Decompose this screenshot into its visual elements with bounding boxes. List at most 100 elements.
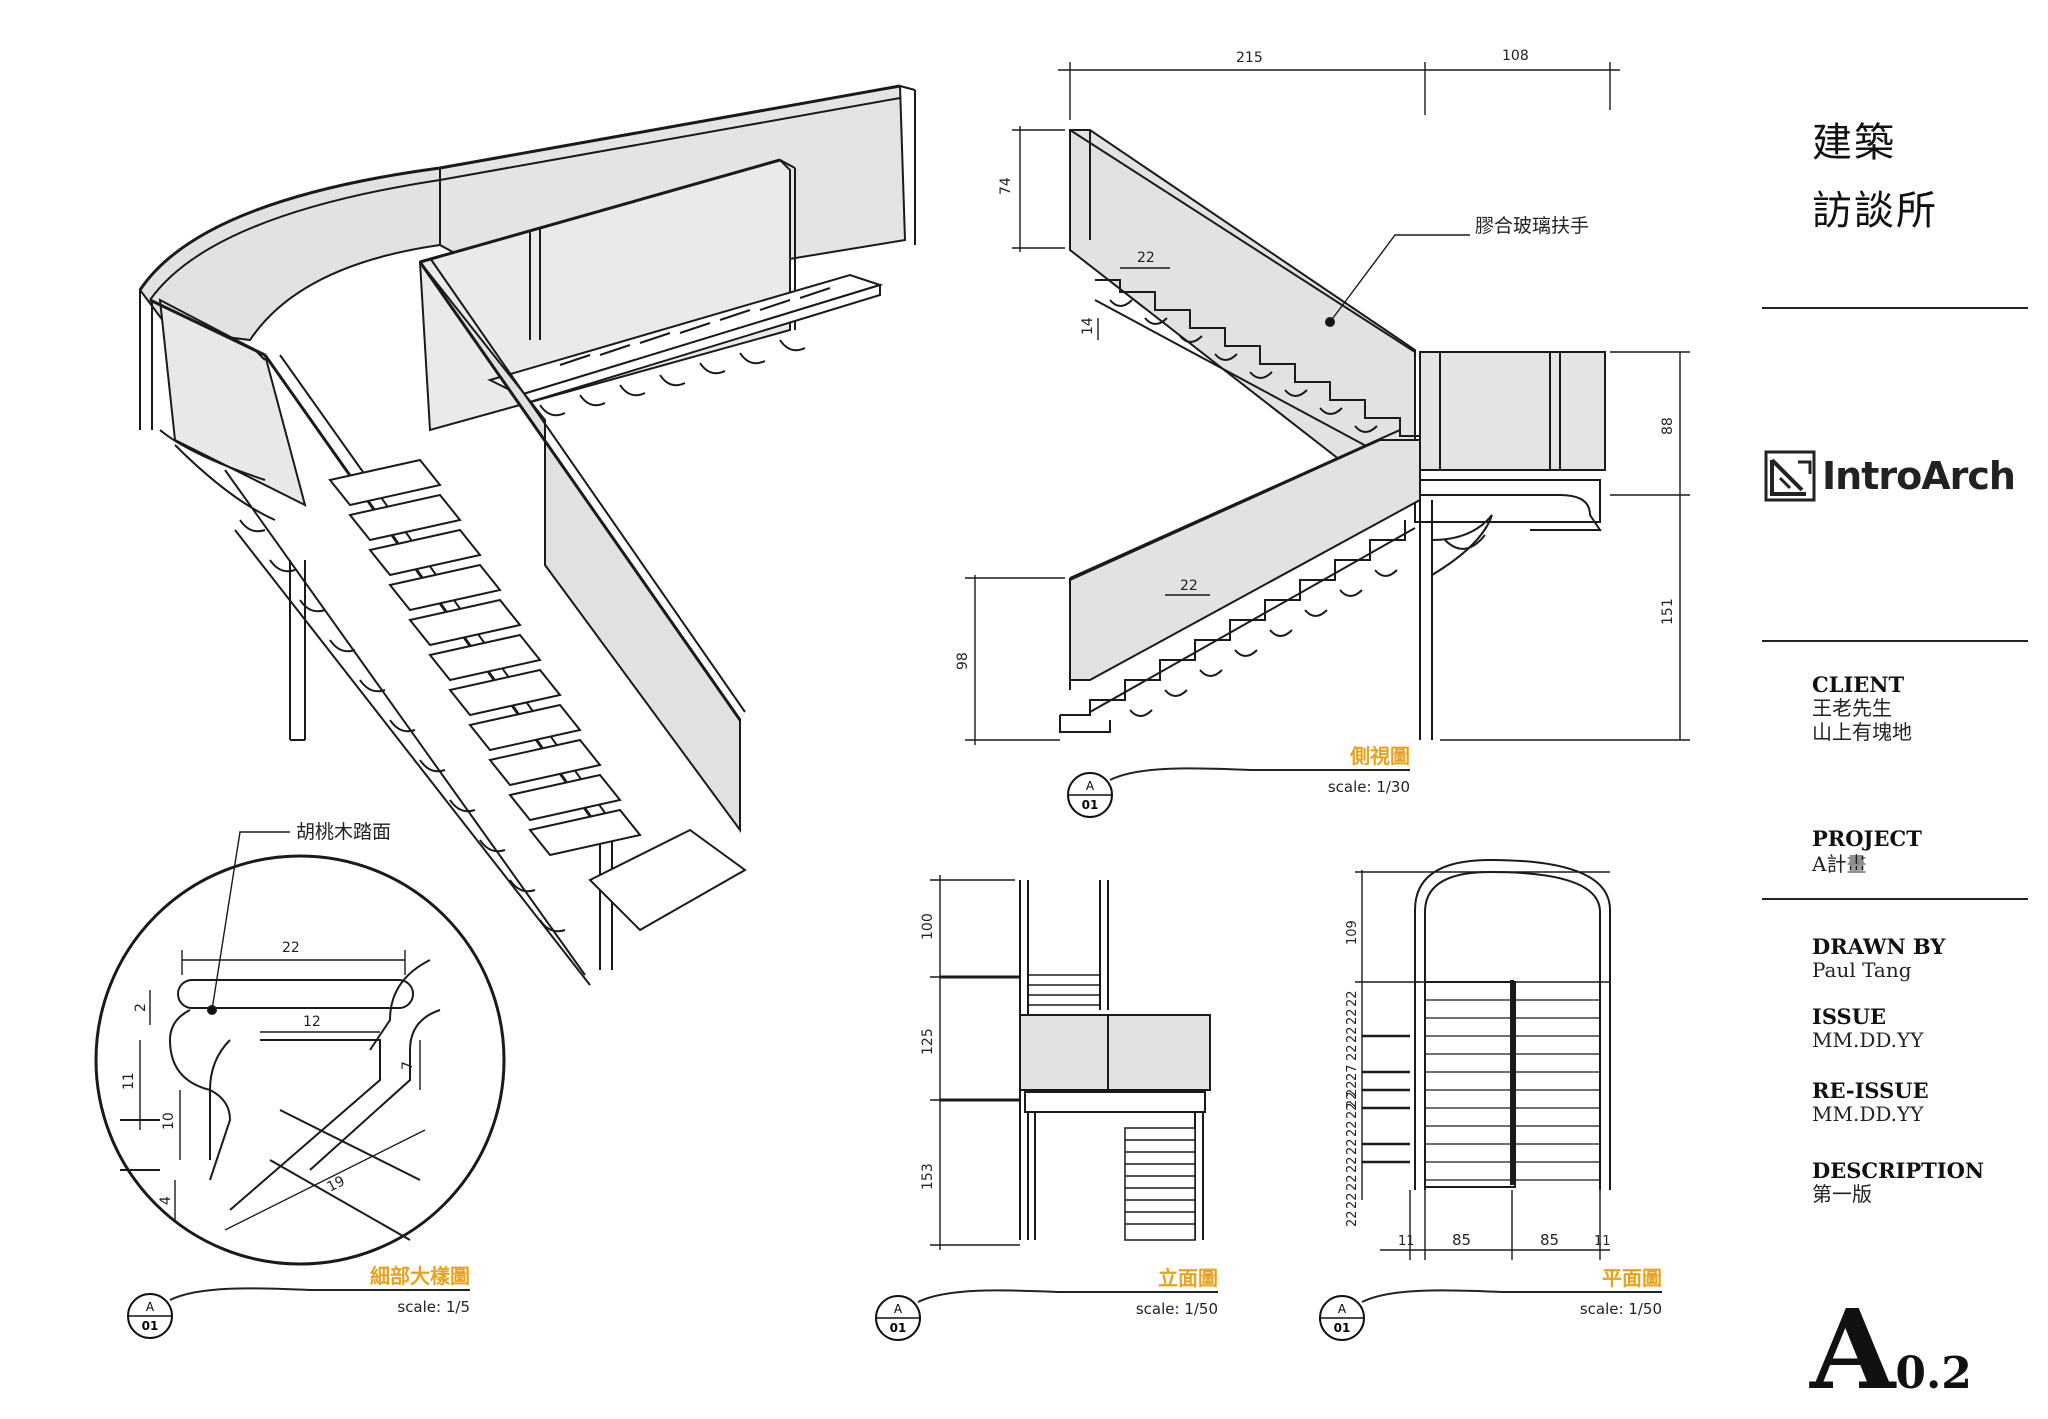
reissue-heading: RE-ISSUE xyxy=(1812,1078,1929,1103)
drawn-by-name: Paul Tang xyxy=(1812,958,1912,982)
dim-151: 151 xyxy=(1660,598,1676,625)
plan-view xyxy=(1355,858,1611,1260)
side-view-title: A 01 側視圖 scale: 1/30 xyxy=(1067,744,1410,818)
dim-98: 98 xyxy=(955,652,971,670)
side-view xyxy=(965,62,1690,745)
client-name: 王老先生 xyxy=(1812,696,1892,720)
sheet-num: 0.2 xyxy=(1895,1348,1972,1399)
dim-125: 125 xyxy=(920,1028,936,1055)
dim-88: 88 xyxy=(1660,417,1676,435)
svg-text:scale: 1/30: scale: 1/30 xyxy=(1328,778,1410,796)
svg-text:22: 22 xyxy=(1345,1091,1360,1108)
svg-text:27: 27 xyxy=(1345,1064,1360,1081)
description-text: 第一版 xyxy=(1812,1182,1872,1206)
dim-10: 10 xyxy=(161,1112,177,1130)
svg-text:22: 22 xyxy=(1345,990,1360,1007)
svg-text:01: 01 xyxy=(142,1319,159,1333)
elevation-view xyxy=(930,875,1211,1250)
svg-text:22: 22 xyxy=(1345,1044,1360,1061)
drawn-by-heading: DRAWN BY xyxy=(1812,934,1946,959)
description-heading: DESCRIPTION xyxy=(1812,1158,1985,1183)
svg-text:scale: 1/50: scale: 1/50 xyxy=(1580,1300,1662,1318)
project-heading: PROJECT xyxy=(1812,826,1922,851)
elevation-lower-treads xyxy=(1124,1127,1196,1241)
project-name: A計畫 xyxy=(1812,852,1867,876)
dim-2: 2 xyxy=(133,1003,149,1012)
plan-treads xyxy=(1425,999,1600,1181)
svg-text:22: 22 xyxy=(1345,1026,1360,1043)
dim-4: 4 xyxy=(158,1196,174,1205)
dim-74: 74 xyxy=(998,177,1014,195)
svg-text:scale: 1/50: scale: 1/50 xyxy=(1136,1300,1218,1318)
svg-text:85: 85 xyxy=(1540,1231,1559,1249)
svg-text:側視圖: 側視圖 xyxy=(1349,744,1410,768)
side-landing-glass xyxy=(1419,351,1606,471)
side-dimensions xyxy=(965,62,1690,745)
dim-riser-top: 14 xyxy=(1080,317,1096,335)
sheet-number: A0.2 xyxy=(1810,1285,1972,1414)
svg-text:22: 22 xyxy=(1345,1120,1360,1137)
dim-12: 12 xyxy=(303,1014,321,1030)
svg-text:22: 22 xyxy=(1345,1080,1360,1097)
client-site: 山上有塊地 xyxy=(1812,720,1912,744)
svg-text:85: 85 xyxy=(1452,1231,1471,1249)
firm-name-line2: 訪談所 xyxy=(1812,188,1938,234)
dim-22: 22 xyxy=(282,940,300,956)
firm-name-line1: 建築 xyxy=(1812,120,1896,166)
svg-text:22: 22 xyxy=(1345,1210,1360,1227)
glass-rail-annotation: 膠合玻璃扶手 xyxy=(1475,215,1589,237)
walnut-tread-annotation: 胡桃木踏面 xyxy=(296,821,391,843)
dim-153: 153 xyxy=(920,1163,936,1190)
logo-wordmark: IntroArch xyxy=(1822,454,2016,498)
svg-text:22: 22 xyxy=(1345,1138,1360,1155)
divider xyxy=(1762,307,2028,309)
svg-text:A: A xyxy=(894,1302,903,1316)
svg-text:22: 22 xyxy=(1345,1156,1360,1173)
detail-view-title: A 01 細部大樣圖 scale: 1/5 xyxy=(127,1264,470,1339)
svg-text:22: 22 xyxy=(1345,1008,1360,1025)
svg-text:01: 01 xyxy=(1334,1321,1351,1335)
divider xyxy=(1762,898,2028,900)
svg-text:細部大樣圖: 細部大樣圖 xyxy=(370,1264,470,1288)
svg-text:A: A xyxy=(146,1300,155,1314)
isometric-stair-view xyxy=(138,84,916,986)
lower-flight-treads xyxy=(328,458,747,932)
svg-text:11: 11 xyxy=(1398,1234,1415,1249)
svg-text:22: 22 xyxy=(1345,1174,1360,1191)
title-block: 建築 訪談所 IntroArch CLIENT 王老先生 山上有塊地 PROJE… xyxy=(1740,0,2040,1419)
svg-text:A: A xyxy=(1338,1302,1347,1316)
introarch-logo: IntroArch xyxy=(1762,448,2016,508)
dim-108: 108 xyxy=(1502,48,1529,64)
stringer-scroll xyxy=(239,519,566,933)
dim-19: 19 xyxy=(325,1173,348,1195)
dim-7: 7 xyxy=(400,1061,416,1070)
svg-text:01: 01 xyxy=(1082,798,1099,812)
plan-view-title: A 01 平面圖 scale: 1/50 xyxy=(1319,1266,1662,1341)
dim-11: 11 xyxy=(121,1072,137,1090)
elevation-glass-panel xyxy=(1019,1014,1211,1091)
side-lower-steps xyxy=(1059,520,1416,733)
sheet-letter: A xyxy=(1810,1285,1896,1414)
dim-tread-bottom: 22 xyxy=(1180,578,1198,594)
issue-date: MM.DD.YY xyxy=(1812,1028,1924,1052)
svg-text:scale: 1/5: scale: 1/5 xyxy=(397,1298,470,1316)
svg-text:平面圖: 平面圖 xyxy=(1602,1266,1662,1290)
logo-icon xyxy=(1764,450,1816,502)
plan-arched-landing xyxy=(1414,858,1611,1190)
dim-109: 109 xyxy=(1345,920,1360,945)
svg-text:立面圖: 立面圖 xyxy=(1158,1266,1218,1290)
svg-text:01: 01 xyxy=(890,1321,907,1335)
divider xyxy=(1762,640,2028,642)
dim-tread-top: 22 xyxy=(1137,250,1155,266)
dim-215: 215 xyxy=(1236,50,1263,66)
client-heading: CLIENT xyxy=(1812,672,1905,697)
svg-text:11: 11 xyxy=(1594,1234,1611,1249)
elevation-view-title: A 01 立面圖 scale: 1/50 xyxy=(875,1266,1218,1341)
reissue-date: MM.DD.YY xyxy=(1812,1102,1924,1126)
side-upper-glass xyxy=(1069,129,1416,461)
detail-view xyxy=(94,831,506,1266)
svg-text:A: A xyxy=(1086,779,1095,793)
svg-text:22: 22 xyxy=(1345,1192,1360,1209)
issue-heading: ISSUE xyxy=(1812,1004,1887,1029)
svg-text:22: 22 xyxy=(1345,1102,1360,1119)
